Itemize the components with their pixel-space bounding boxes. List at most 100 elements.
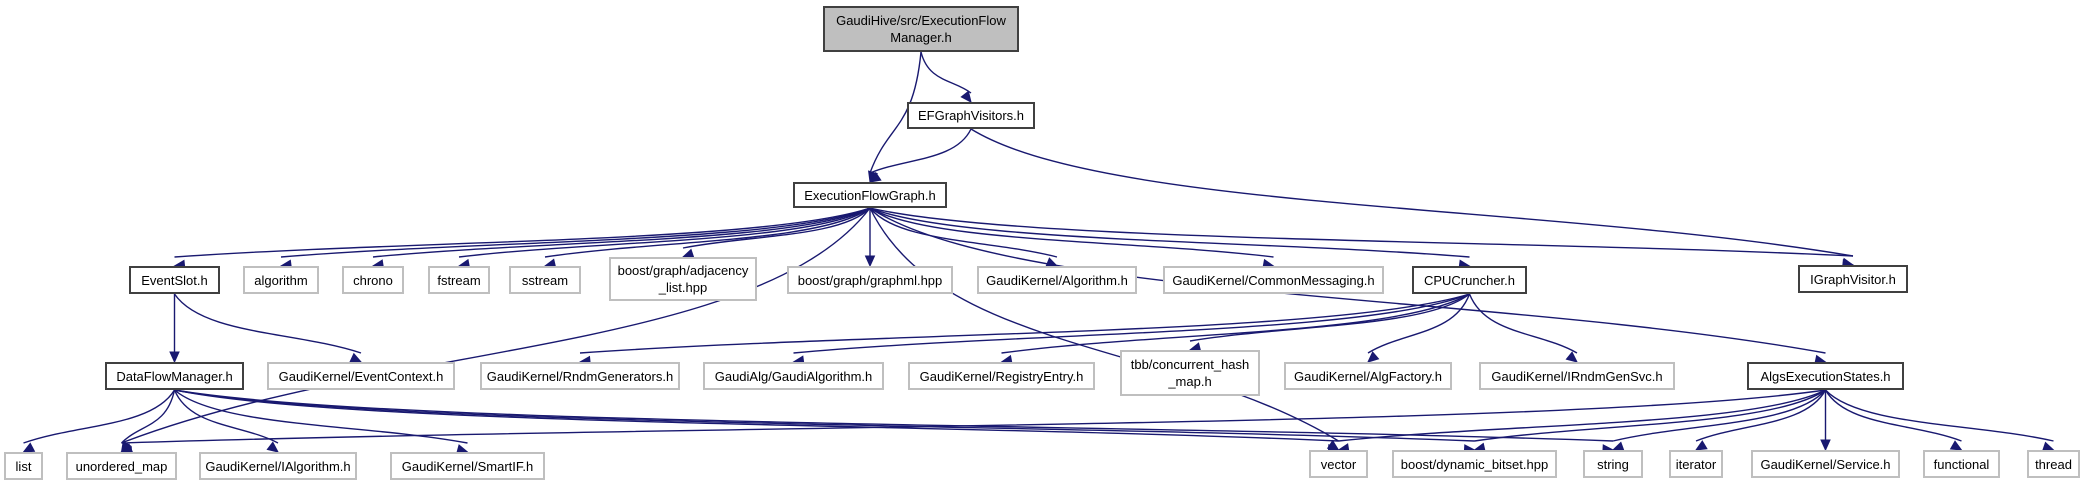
edge-efg-umap [121,207,871,444]
node-fstream: fstream [428,266,490,294]
edge-aes-umap [121,389,1826,444]
edge-cpu-gaudialg [793,293,1470,354]
node-label: GaudiKernel/EventContext.h [278,368,444,384]
node-label: iterator [1675,456,1717,472]
edge-dfm-vector [174,389,1339,442]
node-chrono: chrono [342,266,404,294]
node-label: DataFlowManager.h [116,368,233,384]
arrowhead-aes-iterator [1694,440,1708,451]
edge-cpu-regentry [1001,293,1470,354]
arrowhead-aes-functional [1949,440,1963,451]
node-thread: thread [2027,450,2080,478]
arrowhead-efvis-efg [868,171,882,183]
edge-eventslot-evctx [173,293,362,354]
node-label: GaudiKernel/SmartIF.h [401,458,534,474]
edge-cpu-rndmgen [579,293,1470,354]
node-smartif: GaudiKernel/SmartIF.h [390,452,545,480]
edge-aes-functional [1824,389,1962,442]
node-sstream: sstream [509,266,581,294]
node-label: GaudiKernel/RndmGenerators.h [486,368,674,384]
node-algorithm: algorithm [243,266,319,294]
edge-aes-thread [1824,389,2054,442]
node-label: GaudiKernel/RegistryEntry.h [919,368,1084,384]
node-label: chrono [353,272,393,288]
node-igraphvisitor[interactable]: IGraphVisitor.h [1798,265,1908,293]
edge-efvis-igv [970,128,1854,257]
edge-aes-string [1612,389,1827,442]
edge-efg-adjlist [682,207,871,249]
node-label: GaudiKernel/AlgFactory.h [1294,368,1442,384]
node-label: list [15,458,32,474]
edge-efg-cpu [869,207,1470,258]
edge-efg-commsg [869,207,1274,258]
node-label: unordered_map [75,458,168,474]
node-ialgorithm: GaudiKernel/IAlgorithm.h [199,452,357,480]
edge-efvis-efg [869,128,972,174]
node-service: GaudiKernel/Service.h [1751,450,1900,478]
node-algsexecutionstates[interactable]: AlgsExecutionStates.h [1747,362,1904,390]
arrowhead-cpu-algfactory [1367,351,1380,363]
node-label: vector [1320,456,1357,472]
node-gaudialgorithm: GaudiAlg/GaudiAlgorithm.h [703,362,884,390]
edge-cpu-tbb [1189,293,1470,342]
node-eventslot[interactable]: EventSlot.h [129,266,220,294]
edge-cpu-irndm [1468,293,1578,354]
edge-aes-iterator [1695,389,1827,442]
node-algfactory: GaudiKernel/AlgFactory.h [1284,362,1452,390]
node-root: GaudiHive/src/ExecutionFlow Manager.h [823,6,1019,52]
node-irndmgensvc: GaudiKernel/IRndmGenSvc.h [1479,362,1675,390]
edge-dfm-list [23,389,176,444]
node-label: AlgsExecutionStates.h [1760,368,1891,384]
arrowhead-dfm-umap [120,440,132,454]
node-label: thread [2035,456,2072,472]
node-efgraphvisitors[interactable]: EFGraphVisitors.h [907,102,1035,129]
node-commonmessaging: GaudiKernel/CommonMessaging.h [1163,266,1384,294]
edge-efg-fstream [458,207,871,258]
node-label: GaudiKernel/IRndmGenSvc.h [1491,368,1663,384]
arrowhead-efg-graphml [864,255,876,268]
node-label: boost/dynamic_bitset.hpp [1400,456,1549,472]
node-label: sstream [521,272,569,288]
node-gaudikernel-algorithm: GaudiKernel/Algorithm.h [977,266,1137,294]
edge-root-efvis [920,51,972,94]
edge-aes-bitset [1474,389,1826,442]
node-unordered-map: unordered_map [66,452,177,480]
edge-root-efg [869,51,922,174]
node-label: boost/graph/graphml.hpp [797,272,943,288]
node-label: algorithm [254,272,308,288]
arrowhead-dfm-list [22,442,36,453]
node-label: string [1597,456,1629,472]
edge-aes-vector [1338,389,1826,442]
node-executionflowgraph[interactable]: ExecutionFlowGraph.h [793,182,947,208]
node-label: GaudiKernel/Algorithm.h [986,272,1128,288]
node-label: boost/graph/adjacency _list.hpp [617,263,749,295]
node-cpucruncher[interactable]: CPUCruncher.h [1412,266,1527,294]
edge-efg-eventslot [174,207,871,258]
edge-efg-vector [869,207,1339,442]
node-rndmgenerators: GaudiKernel/RndmGenerators.h [480,362,680,390]
node-label: EventSlot.h [141,272,208,288]
node-dataflowmanager[interactable]: DataFlowManager.h [105,362,244,390]
arrowhead-eventslot-evctx [349,352,363,363]
node-graphml: boost/graph/graphml.hpp [787,266,953,294]
node-label: ExecutionFlowGraph.h [804,187,936,203]
node-string: string [1583,450,1643,478]
edge-efg-gkalg [869,207,1058,258]
edge-dfm-string [174,389,1614,442]
node-label: GaudiAlg/GaudiAlgorithm.h [714,368,873,384]
node-label: GaudiKernel/Service.h [1760,456,1891,472]
arrowhead-root-efvis [960,90,972,103]
node-registryentry: GaudiKernel/RegistryEntry.h [908,362,1095,390]
edge-efg-algorithm [280,207,871,258]
edge-efg-igv [869,207,1854,257]
edge-dfm-smartif [174,389,468,444]
arrowhead-cpu-irndm [1565,351,1578,363]
edge-cpu-algfactory [1367,293,1471,354]
node-vector: vector [1309,450,1368,478]
node-list: list [4,452,43,480]
arrowhead-aes-service [1820,439,1831,452]
edge-dfm-umap [121,389,176,444]
node-label: functional [1933,456,1990,472]
edge-dfm-bitset [174,389,1475,442]
